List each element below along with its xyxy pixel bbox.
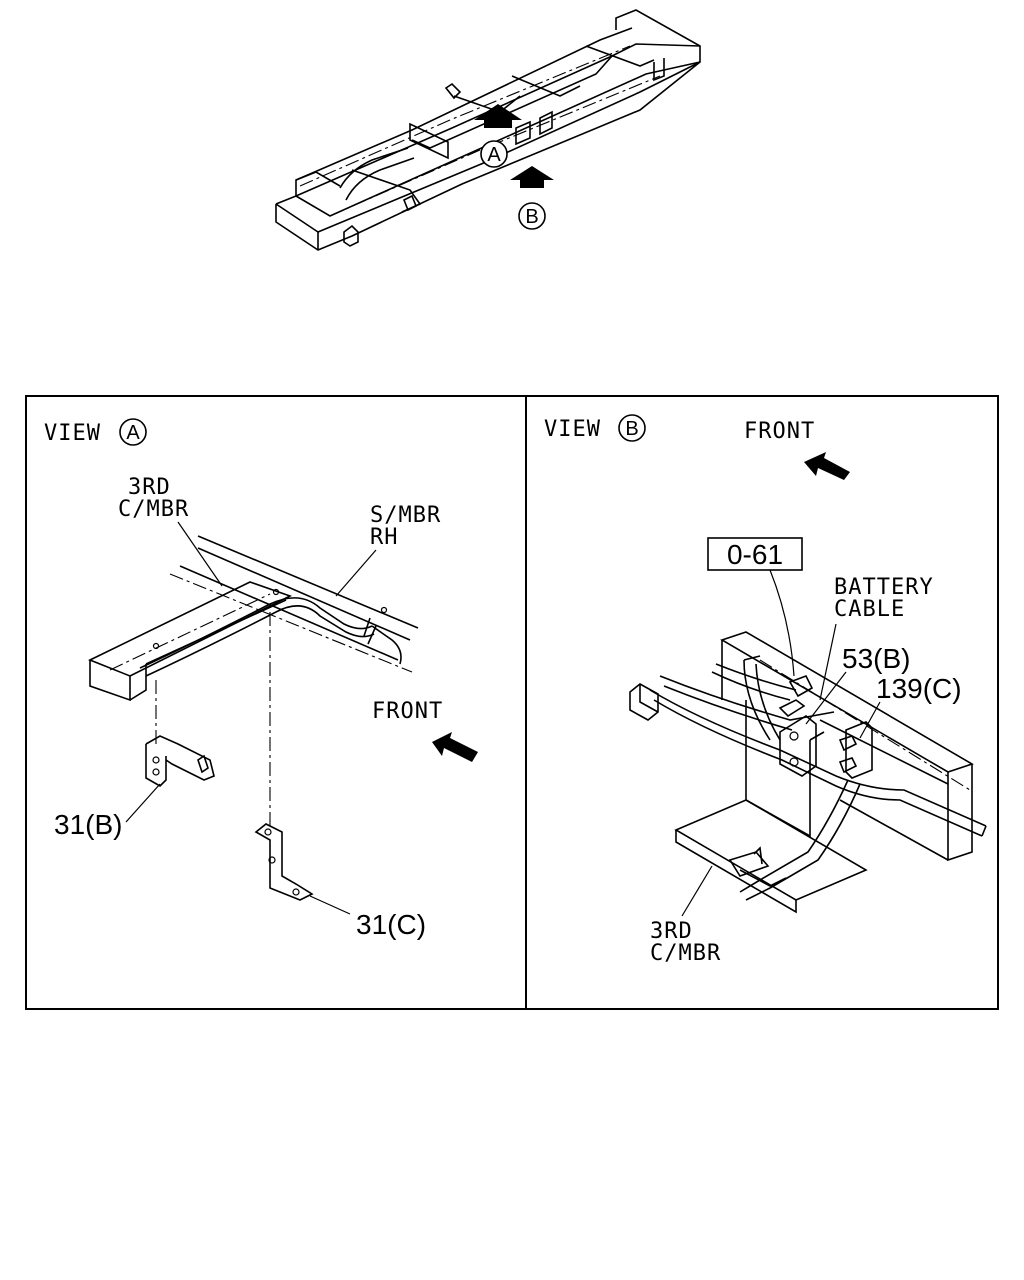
arrow-a-icon: [474, 104, 522, 128]
view-a-smbr-label-line1: S/MBR: [370, 503, 441, 528]
callout-b-circle: [518, 202, 546, 230]
part-31b-label: 31(B): [54, 809, 122, 840]
view-b-callout-circle: [618, 414, 646, 442]
battery-label-line2: CABLE: [834, 597, 905, 622]
view-a-3rd-label-line1: 3RD: [128, 475, 171, 500]
view-a-callout-circle: [119, 418, 147, 446]
arrow-b-icon: [510, 166, 554, 188]
view-b-front-arrow-icon: [804, 452, 850, 480]
view-a-front-label: FRONT: [372, 699, 443, 724]
view-b-front-label: FRONT: [744, 419, 815, 444]
callout-b-letter: B: [525, 206, 538, 228]
view-b-title: VIEW: [544, 417, 601, 442]
view-b-panel: VIEW B FRONT 0-61 BATTERY CABLE 53(B) 13…: [544, 414, 987, 966]
ref-box-0-61: [707, 537, 803, 571]
view-b-callout-letter: B: [625, 418, 638, 440]
view-b-3rd-label-line2: C/MBR: [650, 941, 721, 966]
view-a-front-arrow-icon: [432, 732, 478, 762]
chassis-frame-overview: [275, 9, 701, 251]
view-a-panel: VIEW A 3RD C/MBR S/MBR RH: [44, 418, 478, 940]
view-a-smbr-label-line2: RH: [370, 525, 399, 550]
part-53b-label: 53(B): [842, 643, 910, 674]
part-139c-label: 139(C): [876, 673, 962, 704]
part-31c-label: 31(C): [356, 909, 426, 940]
view-a-callout-letter: A: [126, 422, 140, 444]
callout-a-letter: A: [487, 144, 501, 166]
view-a-title: VIEW: [44, 421, 101, 446]
callout-a-circle: [480, 140, 508, 168]
view-a-3rd-label-line2: C/MBR: [118, 497, 189, 522]
views-panel-border: [25, 395, 999, 1010]
view-b-3rd-label-line1: 3RD: [650, 919, 693, 944]
battery-label-line1: BATTERY: [834, 575, 934, 600]
ref-box-0-61-label: 0-61: [727, 539, 783, 570]
